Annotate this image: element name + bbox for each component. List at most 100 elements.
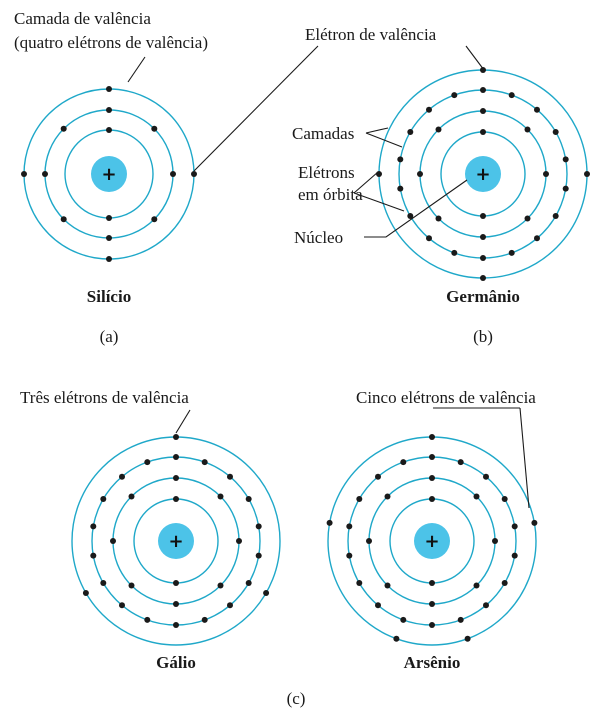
valence-electron (191, 171, 197, 177)
electron (397, 156, 404, 163)
electron (106, 107, 112, 113)
label-camada-valencia: Camada de valência (14, 9, 151, 28)
atom-galio: + (71, 434, 281, 646)
valence-electron (464, 635, 471, 642)
electron (480, 234, 486, 240)
valence-electron (584, 171, 590, 177)
electron (245, 496, 252, 502)
nucleus (414, 523, 450, 559)
electron (480, 255, 486, 261)
valence-electron (21, 171, 27, 177)
electron (366, 538, 372, 544)
electron (562, 156, 569, 163)
electron (508, 92, 515, 99)
electron (435, 215, 442, 222)
label-nucleo: Núcleo (294, 228, 343, 247)
electron (534, 106, 540, 113)
label-eletrons: Elétrons (298, 163, 355, 182)
valence-electron (326, 519, 333, 526)
electron (400, 616, 407, 623)
atoms-layer: + + + + (21, 67, 590, 646)
atom-silicio: + (21, 86, 197, 262)
electron (426, 235, 432, 242)
electron (173, 601, 179, 607)
electron (173, 622, 179, 628)
atom-name-silicio: Silício (87, 287, 131, 306)
atom-name-arsenio: Arsênio (404, 653, 461, 672)
valence-electron (480, 275, 486, 281)
electron (407, 129, 414, 135)
electron (400, 459, 407, 466)
electron (426, 106, 432, 113)
electron (110, 538, 116, 544)
electron (534, 235, 540, 242)
electron (106, 235, 112, 241)
electron (119, 602, 125, 609)
atom-germanio: + (376, 67, 590, 281)
leader-tres-valencia (175, 409, 191, 434)
electron (429, 454, 435, 460)
electron (106, 215, 112, 221)
electron (451, 92, 458, 99)
electron (144, 459, 151, 466)
label-cinco-eletrons: Cinco elétrons de valência (356, 388, 536, 407)
electron (501, 496, 508, 502)
electron (480, 87, 486, 93)
nucleus-plus-icon: + (168, 531, 183, 552)
atom-name-germanio: Germânio (446, 287, 520, 306)
electron (552, 129, 559, 135)
electron (128, 493, 135, 500)
electron (106, 127, 112, 133)
electron (346, 552, 353, 559)
electron (524, 126, 531, 133)
electron (151, 125, 158, 132)
electron (429, 601, 435, 607)
electron (429, 580, 435, 586)
electron (60, 125, 67, 132)
electron (552, 213, 559, 219)
nucleus (91, 156, 127, 192)
nucleus-plus-icon: + (475, 164, 490, 185)
electron (508, 249, 515, 256)
electron (473, 493, 480, 500)
label-em-orbita: em órbita (298, 185, 363, 204)
electron (151, 216, 158, 223)
electron (128, 582, 135, 589)
part-label-b: (b) (473, 327, 493, 346)
electron (429, 475, 435, 481)
valence-electron (429, 434, 435, 440)
electron (480, 213, 486, 219)
electron (201, 616, 208, 623)
electron (524, 215, 531, 222)
electron (173, 475, 179, 481)
electron (227, 473, 233, 480)
part-label-a: (a) (100, 327, 119, 346)
label-eletron-valencia: Elétron de valência (305, 25, 437, 44)
electron (173, 454, 179, 460)
valence-electron (376, 171, 382, 177)
electron (217, 493, 224, 500)
electron (255, 552, 262, 559)
leader-lines (127, 45, 530, 509)
electron (543, 171, 549, 177)
electron (100, 496, 107, 502)
atom-name-galio: Gálio (156, 653, 196, 672)
electron (501, 580, 508, 586)
nucleus-plus-icon: + (424, 531, 439, 552)
electron (384, 493, 391, 500)
electron (511, 523, 518, 530)
electron (435, 126, 442, 133)
nucleus (158, 523, 194, 559)
electron (346, 523, 353, 530)
electron (480, 108, 486, 114)
leader-nucleo (364, 179, 468, 238)
label-tres-eletrons: Três elétrons de valência (20, 388, 189, 407)
valence-electron (531, 519, 538, 526)
valence-electron (480, 67, 486, 73)
electron (356, 580, 363, 586)
valence-electron (393, 635, 400, 642)
electron (144, 616, 151, 623)
electron (42, 171, 48, 177)
atom-arsenio: + (326, 434, 538, 646)
label-quatro-eletrons: (quatro elétrons de valência) (14, 33, 208, 52)
